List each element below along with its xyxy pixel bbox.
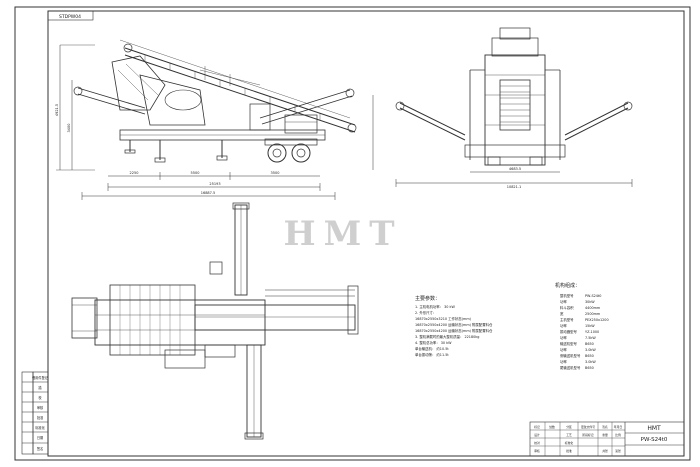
- dim-front-inner: 4683.5: [509, 167, 521, 171]
- corner-tag-box: [47, 10, 94, 21]
- spec-heading: 机构组成：: [555, 282, 580, 289]
- spec-val-6: YZ-1000: [585, 330, 599, 334]
- tb-cell-7: 校对: [534, 441, 540, 445]
- strip-cell-6: 日期: [37, 435, 43, 440]
- spec-val-5: 15kW: [585, 324, 595, 328]
- strip-cell-1: 描: [38, 385, 42, 390]
- notes-heading: 主要参数：: [415, 295, 440, 302]
- notes-line-6: 4. 整机总功率： 30 kW: [415, 340, 452, 345]
- strip-cell-3: 审核: [37, 405, 44, 410]
- spec-key-2: 料斗容积: [560, 305, 574, 310]
- spec-key-0: 整机型号: [560, 293, 574, 298]
- spec-key-9: 功率: [560, 347, 567, 352]
- spec-block: 机构组成： 整机型号 PW-S24t0 功率 30kW 料斗容积 4400mm …: [555, 282, 609, 370]
- tb-cell-13: 重量: [602, 433, 608, 437]
- outer-frame: [14, 6, 691, 461]
- notes-block: 主要参数： 1. 主机电机功率： 30 kW 2. 外形尺寸： 16870x25…: [415, 295, 493, 357]
- strip-cell-7: 签名: [37, 446, 43, 451]
- spec-val-9: 3.0kW: [585, 348, 596, 352]
- side-elevation-view: [56, 39, 374, 200]
- notes-line-0: 1. 主机电机功率： 30 kW: [415, 304, 455, 309]
- strip-cell-0: 借用件登记: [32, 375, 49, 380]
- tb-cell-5: 年月日: [614, 425, 623, 429]
- spec-val-2: 4400mm: [585, 306, 601, 310]
- spec-val-3: 2500mm: [585, 312, 601, 316]
- dim-side-segment-1: 5500: [191, 171, 200, 175]
- watermark-logo: HMT: [283, 214, 402, 254]
- dim-side-total-length: 16887.5: [201, 191, 215, 195]
- inner-frame: [47, 10, 685, 457]
- spec-key-3: 宽: [560, 311, 564, 316]
- dim-front-width: 10821.1: [507, 185, 521, 189]
- spec-val-10: B650: [585, 354, 594, 358]
- spec-key-8: 输送机型号: [560, 341, 578, 346]
- strip-cell-2: 校: [38, 395, 42, 400]
- spec-key-12: 尾输送机型号: [560, 365, 581, 370]
- spec-key-7: 功率: [560, 335, 567, 340]
- spec-val-7: 7.5kW: [585, 336, 596, 340]
- model-number: PW-S24t0: [641, 437, 668, 443]
- tb-cell-8: 审核: [534, 449, 540, 453]
- tb-cell-12: 阶段标记: [582, 433, 593, 437]
- notes-line-3: 16870x2550x4200 运输状态(mm) 附属配置料仓: [415, 322, 493, 327]
- spec-val-8: B650: [585, 342, 594, 346]
- spec-key-1: 功率: [560, 299, 567, 304]
- tb-cell-4: 签名: [602, 425, 608, 429]
- title-block: [529, 421, 685, 457]
- dim-side-segment-0: 2250: [130, 171, 139, 175]
- plan-view: [71, 202, 359, 440]
- tb-cell-15: 共张: [602, 449, 608, 453]
- tb-cell-0: 标记: [534, 425, 540, 429]
- tb-cell-2: 分区: [566, 425, 572, 429]
- notes-line-8: 单台振动筛： 约11.5t: [415, 352, 449, 357]
- spec-key-4: 主机型号: [560, 317, 574, 322]
- notes-line-7: 单台输送机： 约10.5t: [415, 346, 449, 351]
- notes-line-4: 16870x2550x4200 运输状态(mm) 附属配置料仓: [415, 328, 493, 333]
- tb-cell-1: 处数: [549, 425, 555, 429]
- notes-line-1: 2. 外形尺寸：: [415, 310, 436, 315]
- front-elevation-view: [395, 27, 633, 187]
- tb-cell-3: 更改文件号: [581, 425, 595, 429]
- model-title: HMT: [647, 425, 661, 432]
- tb-cell-6: 设计: [534, 433, 540, 437]
- spec-key-11: 功率: [560, 359, 567, 364]
- spec-key-10: 侧输送机型号: [560, 353, 581, 358]
- spec-key-5: 功率: [560, 323, 567, 328]
- strip-cell-5: 标准化: [35, 425, 45, 430]
- corner-tag: STDPW04: [59, 14, 81, 20]
- left-binding-strip: 借用件登记 描 校 审核 批准 标准化 日期 签名: [21, 371, 49, 455]
- spec-val-12: B650: [585, 366, 594, 370]
- spec-key-6: 振动器型号: [560, 329, 578, 334]
- spec-val-1: 30kW: [585, 300, 595, 304]
- tb-cell-11: 批准: [566, 449, 572, 453]
- dim-side-overall: 25193: [209, 182, 220, 186]
- spec-val-11: 3.0kW: [585, 360, 596, 364]
- notes-line-2: 16870x2550x3210 工作状态(mm): [415, 316, 472, 321]
- spec-val-4: PEX250x1200: [585, 318, 609, 322]
- strip-cell-4: 批准: [37, 415, 44, 420]
- dim-side-height: 4921.5: [55, 104, 59, 116]
- tb-cell-16: 第张: [615, 449, 621, 453]
- spec-val-0: PW-S24t0: [585, 294, 601, 298]
- tb-cell-9: 工艺: [566, 433, 572, 437]
- dim-side-height-small: 3400: [67, 124, 71, 133]
- notes-line-5: 3. 整机满载时的最大整机质量： 22180kg: [415, 334, 479, 339]
- tb-cell-14: 比例: [615, 433, 621, 437]
- tb-cell-10: 标准化: [565, 441, 574, 445]
- dim-side-segment-2: 3500: [271, 171, 280, 175]
